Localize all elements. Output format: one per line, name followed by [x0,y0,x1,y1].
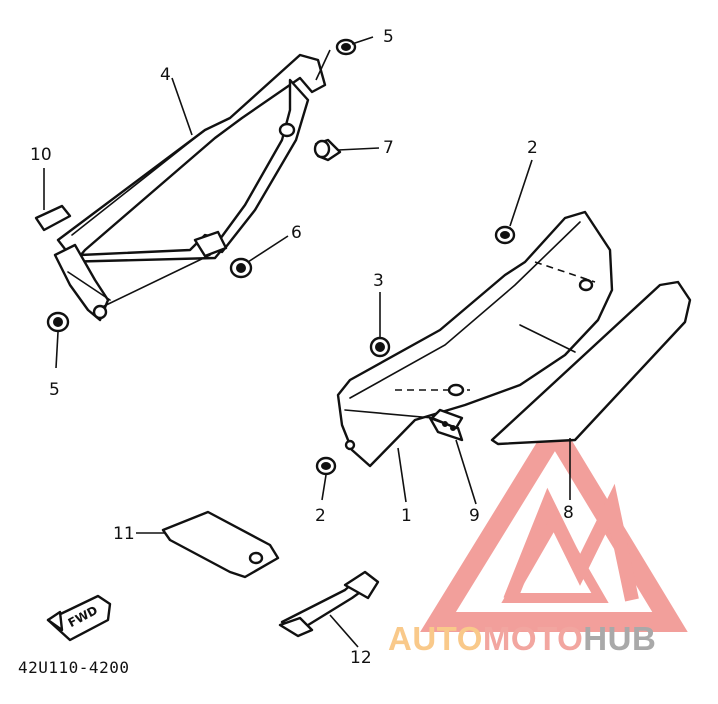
watermark-triangle-inner [501,509,609,603]
callout-1: 1 [401,506,412,526]
callout-labels: 4 5 7 6 5 10 2 3 2 1 9 8 11 12 [30,27,574,668]
part-2-grommet-upper [494,225,516,245]
part-11-tool-bag [161,510,280,579]
diagram-code: 42U110-4200 [18,658,129,677]
fwd-direction-arrow: FWD [46,594,112,642]
part-10-damper [34,204,72,232]
part-7-collar [313,138,342,162]
callout-8: 8 [563,503,574,523]
part-2-grommet-lower [315,456,337,476]
callout-7: 7 [383,138,394,158]
part-5-grommet-lower [46,311,70,333]
leader-lines [43,36,571,648]
part-3-grommet [369,336,391,358]
callout-2-upper: 2 [527,138,538,158]
callout-5-lower: 5 [49,380,60,400]
callout-11: 11 [113,524,135,544]
watermark-moto: MOTO [483,620,583,657]
part-9-clip [428,408,464,442]
part-12-strap [278,570,380,638]
callout-2-lower: 2 [315,506,326,526]
part-4-bracket [53,53,327,322]
part-5-grommet-upper [335,38,357,56]
watermark-hub: HUB [583,620,656,657]
watermark-text: AUTOMOTOHUB [388,620,656,657]
callout-10: 10 [30,145,52,165]
part-6-grommet [229,257,253,279]
watermark-logo [420,412,688,632]
callout-9: 9 [469,506,480,526]
callout-6: 6 [291,223,302,243]
callout-12: 12 [350,648,372,668]
part-8-emblem [490,280,692,446]
part-1-side-cover [336,210,614,468]
callout-4: 4 [160,65,171,85]
watermark-auto: AUTO [388,620,483,657]
callout-3: 3 [373,271,384,291]
callout-5-upper: 5 [383,27,394,47]
